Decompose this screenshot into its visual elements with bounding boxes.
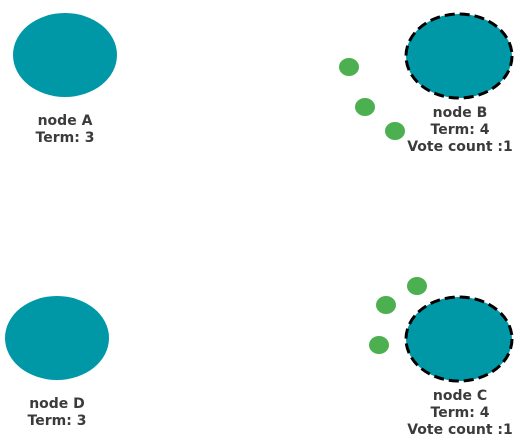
node-d-name: node D xyxy=(29,396,85,412)
node-a-label: node A Term: 3 xyxy=(15,113,115,147)
node-a-term: Term: 3 xyxy=(35,130,95,146)
node-b-vote-count: Vote count :1 xyxy=(407,139,513,155)
node-b-name: node B xyxy=(432,105,488,121)
node-c-circle xyxy=(404,295,514,383)
node-c-vote-count: Vote count :1 xyxy=(407,422,513,438)
node-c-term: Term: 4 xyxy=(430,405,490,421)
vote-request-message-dot xyxy=(339,58,359,76)
node-a-circle xyxy=(13,13,117,97)
node-a-name: node A xyxy=(37,113,93,129)
vote-request-message-dot xyxy=(385,122,405,140)
vote-request-message-dot xyxy=(369,336,389,354)
node-b-circle xyxy=(404,12,514,100)
vote-request-message-dot xyxy=(407,277,427,295)
node-d-label: node D Term: 3 xyxy=(7,396,107,430)
node-c-name: node C xyxy=(432,388,488,404)
node-c-label: node C Term: 4 Vote count :1 xyxy=(400,388,520,439)
node-d-term: Term: 3 xyxy=(27,413,87,429)
node-d-circle xyxy=(5,296,109,380)
vote-request-message-dot xyxy=(355,98,375,116)
node-b-term: Term: 4 xyxy=(430,122,490,138)
node-b-label: node B Term: 4 Vote count :1 xyxy=(400,105,520,156)
vote-request-message-dot xyxy=(376,296,396,314)
